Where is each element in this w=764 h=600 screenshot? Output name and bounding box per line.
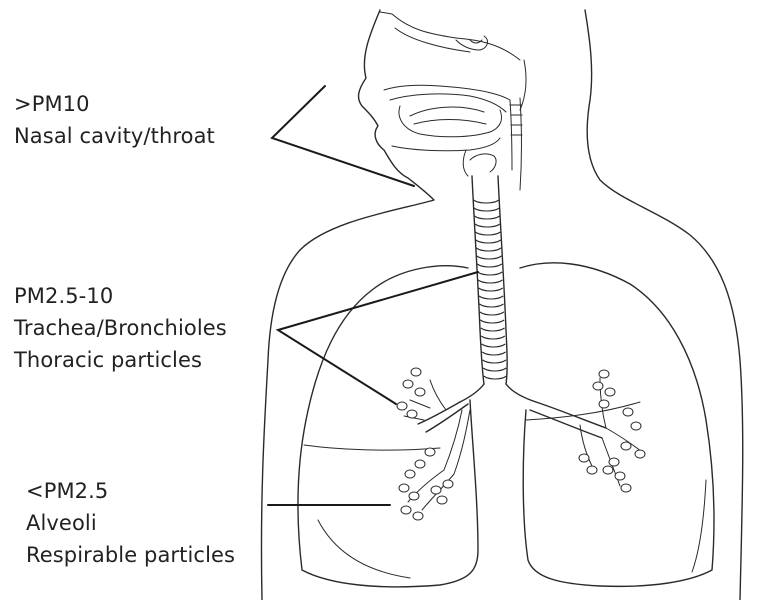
alveolus bbox=[405, 470, 415, 478]
trachea-ring bbox=[483, 368, 506, 371]
alveolus bbox=[443, 480, 453, 488]
alveolus bbox=[631, 422, 641, 430]
particle-type-respirable: Respirable particles bbox=[26, 539, 235, 571]
right-lung bbox=[520, 263, 714, 587]
region-trachea-bronchioles: Trachea/Bronchioles bbox=[14, 312, 227, 344]
bronchial-tree bbox=[397, 368, 645, 520]
trachea-ring bbox=[477, 256, 502, 259]
alveolus bbox=[615, 472, 625, 480]
leader-lines bbox=[268, 86, 478, 505]
alveolus bbox=[415, 460, 425, 468]
left-lung bbox=[298, 266, 478, 587]
nasal-cavity-and-throat bbox=[380, 12, 526, 190]
trachea-ring bbox=[479, 288, 503, 291]
trachea-ring bbox=[478, 272, 503, 275]
alveolus bbox=[579, 454, 589, 462]
alveolus bbox=[431, 486, 441, 494]
alveolus bbox=[609, 458, 619, 466]
trachea-ring bbox=[476, 248, 501, 251]
trachea-ring bbox=[479, 296, 503, 299]
trachea-ring bbox=[480, 312, 504, 315]
leader-thoracic bbox=[278, 272, 478, 404]
alveolus bbox=[635, 450, 645, 458]
leader-upper-airway bbox=[272, 86, 414, 186]
size-class-pm10: >PM10 bbox=[14, 88, 215, 120]
size-class-pm2-5-10: PM2.5-10 bbox=[14, 280, 227, 312]
particle-type-thoracic: Thoracic particles bbox=[14, 344, 227, 376]
trachea-ring bbox=[483, 360, 506, 363]
alveolus bbox=[403, 380, 413, 388]
alveolus bbox=[599, 370, 609, 378]
size-class-pm2-5: <PM2.5 bbox=[26, 475, 235, 507]
alveolus bbox=[399, 484, 409, 492]
region-nasal-cavity-throat: Nasal cavity/throat bbox=[14, 120, 215, 152]
alveolus bbox=[411, 368, 421, 376]
trachea-ring bbox=[475, 224, 500, 227]
alveolus bbox=[413, 512, 423, 520]
trachea-ring bbox=[475, 232, 500, 235]
alveolus bbox=[621, 442, 631, 450]
region-alveoli: Alveoli bbox=[26, 507, 235, 539]
trachea-ring bbox=[477, 264, 502, 267]
trachea-ring bbox=[474, 208, 500, 211]
label-upper-airway: >PM10 Nasal cavity/throat bbox=[14, 88, 215, 152]
trachea-ring bbox=[481, 328, 505, 331]
trachea-ring bbox=[479, 304, 503, 307]
alveolus bbox=[415, 388, 425, 396]
trachea-ring bbox=[484, 376, 507, 379]
alveolus bbox=[407, 410, 417, 418]
alveolus bbox=[401, 506, 411, 514]
trachea-ring bbox=[478, 280, 503, 283]
trachea-ring bbox=[482, 344, 506, 347]
label-respirable: <PM2.5 Alveoli Respirable particles bbox=[26, 475, 235, 571]
alveolus bbox=[621, 484, 631, 492]
alveolus bbox=[599, 400, 609, 408]
alveolus bbox=[397, 402, 407, 410]
alveolus bbox=[605, 388, 615, 396]
alveolus bbox=[437, 496, 447, 504]
trachea-ring bbox=[481, 336, 505, 339]
trachea bbox=[460, 176, 536, 402]
alveolus bbox=[587, 466, 597, 474]
trachea-ring bbox=[482, 352, 505, 355]
trachea-ring bbox=[476, 240, 501, 243]
trachea-ring bbox=[474, 216, 499, 219]
alveolus bbox=[603, 466, 613, 474]
alveolus bbox=[425, 448, 435, 456]
alveolus bbox=[593, 382, 603, 390]
alveolus bbox=[623, 408, 633, 416]
trachea-ring bbox=[480, 320, 504, 323]
trachea-ring bbox=[473, 200, 499, 203]
label-thoracic: PM2.5-10 Trachea/Bronchioles Thoracic pa… bbox=[14, 280, 227, 376]
alveolus bbox=[409, 492, 419, 500]
